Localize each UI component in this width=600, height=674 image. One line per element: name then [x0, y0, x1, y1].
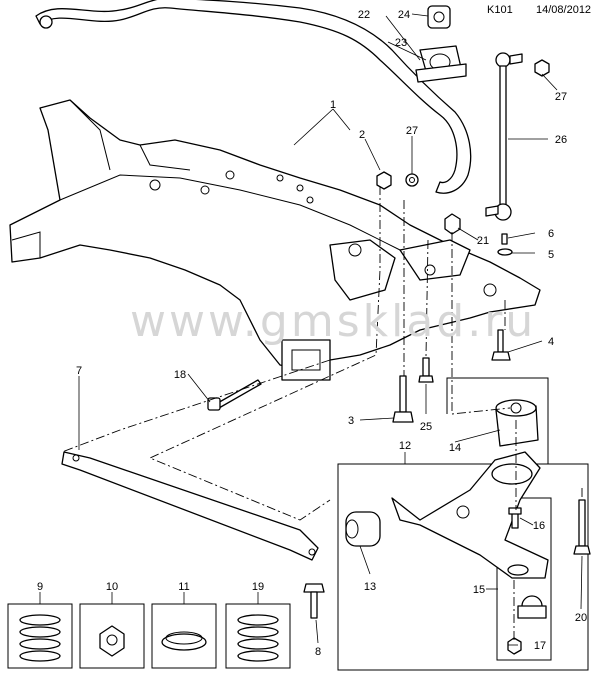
bolt-8 — [303, 583, 325, 619]
callout-13: 13 — [364, 581, 376, 593]
callout-27-mid: 27 — [406, 125, 418, 137]
leader-lines — [39, 13, 583, 646]
stabilizer-bar — [35, 0, 472, 194]
control-arm-box-12 — [337, 463, 589, 671]
nut-10 — [79, 603, 145, 669]
callout-17: 17 — [534, 640, 546, 652]
diagram-code: K101 — [487, 4, 513, 16]
callout-8: 8 — [315, 646, 321, 658]
callout-3: 3 — [348, 415, 354, 427]
callout-21: 21 — [477, 235, 489, 247]
stabilizer-link-26 — [485, 52, 523, 221]
nut-2 — [376, 171, 392, 190]
callout-labels: 1 2 3 4 5 6 7 8 9 10 11 12 13 14 15 16 1… — [37, 9, 587, 658]
diagram-date: 14/08/2012 — [536, 4, 592, 16]
bolt-25 — [418, 357, 434, 383]
callout-24: 24 — [398, 9, 410, 21]
pin-6 — [501, 233, 508, 245]
callout-1: 1 — [330, 99, 336, 111]
stabilizer-bushing-24 — [427, 5, 451, 29]
bushing-14 — [495, 399, 539, 447]
callout-23: 23 — [395, 37, 407, 49]
bolt-4 — [491, 329, 511, 361]
ball-joint-box-15 — [496, 497, 552, 661]
callout-7: 7 — [76, 365, 82, 377]
callout-11: 11 — [178, 581, 189, 593]
lower-control-arm — [391, 451, 549, 579]
callout-10: 10 — [106, 581, 118, 593]
callout-22: 22 — [358, 9, 370, 21]
callout-9: 9 — [37, 581, 43, 593]
callout-4: 4 — [548, 336, 554, 348]
callout-26: 26 — [555, 134, 567, 146]
bolt-3 — [392, 375, 414, 423]
bolt-20 — [573, 499, 591, 555]
callout-19: 19 — [252, 581, 264, 593]
washer-5 — [497, 248, 513, 256]
callout-15: 15 — [473, 584, 485, 596]
callout-16: 16 — [533, 520, 545, 532]
callout-5: 5 — [548, 249, 554, 261]
callout-18: 18 — [174, 369, 186, 381]
plug-11 — [151, 603, 217, 669]
bolt-18 — [207, 379, 262, 411]
callout-12: 12 — [399, 440, 411, 452]
nut-17 — [507, 637, 522, 655]
callout-27-top: 27 — [555, 91, 567, 103]
callout-20: 20 — [575, 612, 587, 624]
callout-6: 6 — [548, 228, 554, 240]
nut-27-mid — [405, 173, 419, 187]
nut-27-top — [534, 59, 550, 77]
watermark: www.gmsklad.ru — [130, 296, 537, 347]
bushing-13 — [345, 511, 381, 547]
callout-2: 2 — [359, 129, 365, 141]
stabilizer-bushing-23 — [415, 45, 467, 83]
callout-14: 14 — [449, 442, 461, 454]
reinforcement-bar-7 — [61, 451, 319, 561]
callout-25: 25 — [420, 421, 432, 433]
spring-9 — [7, 603, 73, 669]
spring-19 — [225, 603, 291, 669]
nut-21 — [444, 213, 461, 235]
ball-joint — [517, 595, 547, 619]
bolt-16 — [508, 507, 522, 529]
